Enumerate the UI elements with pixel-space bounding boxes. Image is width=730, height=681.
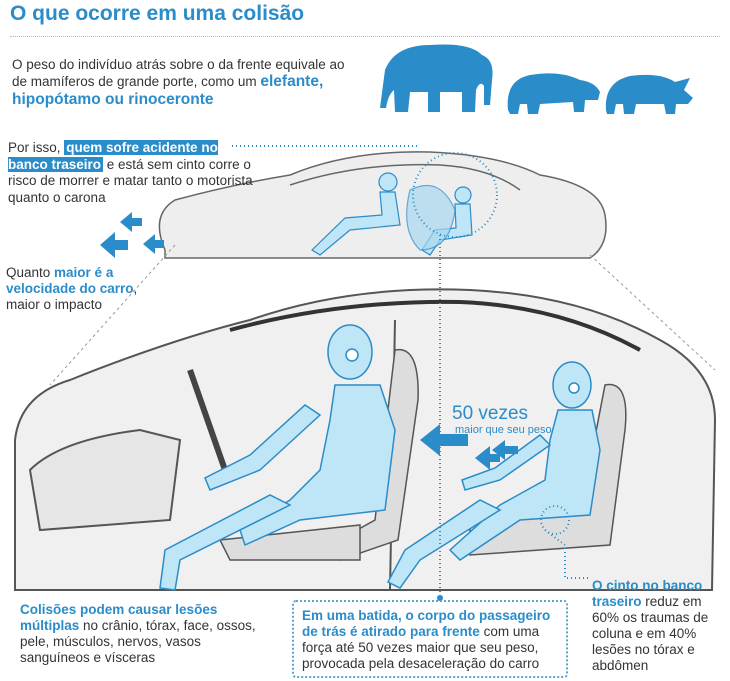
speed-suffix: , maior o impacto: [6, 281, 138, 312]
steering-wheel: [187, 369, 228, 471]
rear-seat-suffix: e está sem cinto corre o risco de morrer…: [8, 156, 253, 205]
impact-suffix: com uma força até 50 vezes maior que seu…: [302, 624, 540, 671]
intro-body: O peso do indivíduo atrás sobre o da fre…: [12, 57, 345, 89]
belt-suffix: reduz em 60% os traumas de coluna e em 4…: [592, 594, 709, 673]
speed-prefix: Quanto: [6, 265, 55, 280]
rear-seat-text: Por isso, quem sofre acidente no banco t…: [8, 140, 253, 206]
intro-highlight: elefante, hipopótamo ou rinoceronte: [12, 73, 324, 108]
belt-text: O cinto no banco traseiro reduz em 60% o…: [592, 578, 720, 674]
injuries-highlight: Colisões podem causar lesões múltiplas: [20, 602, 218, 633]
hippo-icon: [507, 73, 600, 114]
page-title: O que ocorre em uma colisão: [10, 2, 305, 25]
impact-highlight: Em uma batida, o corpo do passageiro de …: [302, 608, 551, 639]
dotted-connectors: [232, 145, 588, 598]
rhino-icon: [605, 74, 693, 114]
force-caption: maior que seu peso: [455, 424, 552, 436]
top-car-dummies: [311, 172, 473, 256]
injuries-text: Colisões podem causar lesões múltiplas n…: [20, 602, 265, 666]
injuries-suffix: no crânio, tórax, face, ossos, pele, mús…: [20, 618, 256, 665]
speed-text: Quanto maior é a velocidade do carro, ma…: [6, 265, 156, 313]
connector-dot: [437, 595, 443, 601]
speed-highlight: maior é a velocidade do carro: [6, 265, 134, 296]
rear-dummy: [386, 361, 601, 589]
force-value: 50 vezes: [452, 403, 529, 424]
intro-text: O peso do indivíduo atrás sobre o da fre…: [12, 57, 357, 109]
belt-highlight: O cinto no banco traseiro: [592, 578, 703, 609]
title-divider: [10, 36, 720, 37]
front-dummy: [159, 324, 396, 591]
elephant-icon: [380, 44, 493, 112]
impact-box: Em uma batida, o corpo do passageiro de …: [292, 600, 568, 678]
speed-arrows: [100, 212, 164, 258]
rear-seat-prefix: Por isso,: [8, 140, 65, 155]
perspective-lines: [49, 244, 716, 386]
force-arrows: [420, 424, 518, 470]
